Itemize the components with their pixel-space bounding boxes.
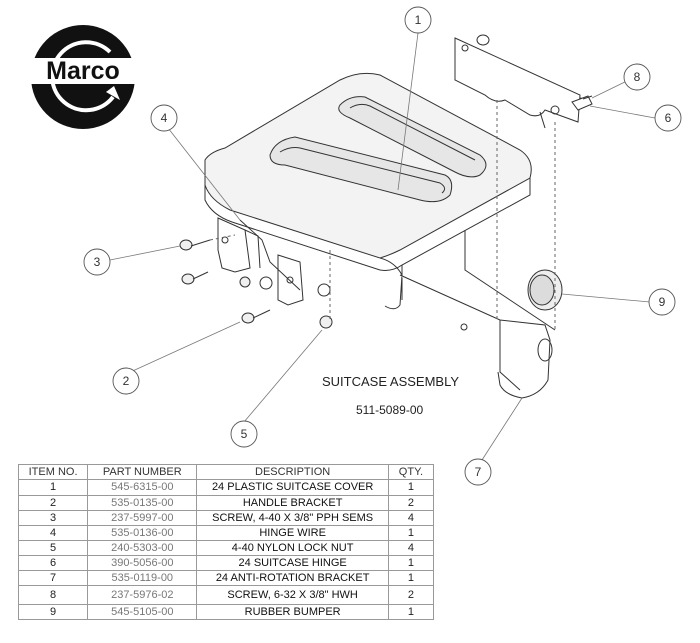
- cell-item: 8: [17, 585, 89, 605]
- callout-4-circle: [150, 104, 178, 132]
- cell-item: 9: [17, 604, 89, 620]
- lock-nuts-part: [259, 276, 333, 329]
- cell-description: RUBBER BUMPER: [196, 604, 389, 620]
- table-row: 4 535-0136-00 HINGE WIRE 1: [17, 525, 435, 541]
- cell-item: 6: [17, 555, 89, 571]
- callout-1-label: 1: [415, 13, 422, 27]
- cell-qty: 2: [387, 495, 435, 511]
- cell-qty: 2: [387, 585, 435, 605]
- cell-item: 3: [17, 510, 89, 526]
- assembly-lines: [209, 100, 556, 330]
- callout-3-circle: [83, 248, 111, 276]
- cell-part-number: 240-5303-00: [87, 540, 198, 556]
- table-row: 7 535-0119-00 24 ANTI-ROTATION BRACKET 1: [17, 570, 435, 586]
- table-row: 8 237-5976-02 SCREW, 6-32 X 3/8" HWH 2: [17, 585, 435, 605]
- cell-item: 5: [17, 540, 89, 556]
- cell-description: 24 SUITCASE HINGE: [196, 555, 389, 571]
- table-row: 3 237-5997-00 SCREW, 4-40 X 3/8" PPH SEM…: [17, 510, 435, 526]
- table-header-row: ITEM NO. PART NUMBER DESCRIPTION QTY.: [17, 464, 435, 480]
- cell-qty: 4: [387, 510, 435, 526]
- table-row: 5 240-5303-00 4-40 NYLON LOCK NUT 4: [17, 540, 435, 556]
- cell-item: 2: [17, 495, 89, 511]
- cell-qty: 1: [387, 604, 435, 620]
- header-part-number: PART NUMBER: [87, 464, 198, 480]
- callout-7-circle: [464, 458, 492, 486]
- anti-rotation-bracket-part: [399, 230, 556, 399]
- cell-part-number: 237-5976-02: [87, 585, 198, 605]
- callout-5-label: 5: [241, 427, 248, 441]
- rubber-bumper-part: [527, 269, 563, 311]
- header-item-no: ITEM NO.: [17, 464, 89, 480]
- cell-description: 24 ANTI-ROTATION BRACKET: [196, 570, 389, 586]
- hinge-screw-part: [571, 95, 593, 111]
- cell-description: HANDLE BRACKET: [196, 495, 389, 511]
- suitcase-cover-part: [204, 72, 532, 310]
- callout-6-circle: [654, 104, 682, 132]
- table-row: 6 390-5056-00 24 SUITCASE HINGE 1: [17, 555, 435, 571]
- cell-part-number: 545-5105-00: [87, 604, 198, 620]
- callout-5-circle: [230, 420, 258, 448]
- cell-part-number: 535-0136-00: [87, 525, 198, 541]
- callout-7-label: 7: [475, 465, 482, 479]
- cell-part-number: 390-5056-00: [87, 555, 198, 571]
- cell-qty: 1: [387, 570, 435, 586]
- hinge-wire-part: [239, 219, 301, 291]
- callout-9-circle: [648, 288, 676, 316]
- callout-circles: [83, 6, 682, 486]
- callout-2-label: 2: [123, 374, 130, 388]
- cell-item: 4: [17, 525, 89, 541]
- cell-qty: 1: [387, 479, 435, 496]
- cell-qty: 1: [387, 555, 435, 571]
- cell-item: 7: [17, 570, 89, 586]
- cell-part-number: 545-6315-00: [87, 479, 198, 496]
- cell-part-number: 237-5997-00: [87, 510, 198, 526]
- callout-1-circle: [404, 6, 432, 34]
- diagram-title: SUITCASE ASSEMBLY: [322, 374, 459, 389]
- logo-text: Marco: [46, 57, 120, 85]
- cell-description: 24 PLASTIC SUITCASE COVER: [196, 479, 389, 496]
- cell-qty: 1: [387, 525, 435, 541]
- suitcase-hinge-part: [454, 34, 591, 129]
- cell-description: SCREW, 4-40 X 3/8" PPH SEMS: [196, 510, 389, 526]
- callout-9-label: 9: [659, 295, 666, 309]
- table-row: 9 545-5105-00 RUBBER BUMPER 1: [17, 604, 435, 620]
- callout-2-circle: [112, 367, 140, 395]
- marco-logo: Marco: [28, 22, 138, 132]
- cell-description: 4-40 NYLON LOCK NUT: [196, 540, 389, 556]
- header-qty: QTY.: [387, 464, 435, 480]
- callout-6-label: 6: [665, 111, 672, 125]
- screws-part: [179, 239, 271, 324]
- cell-part-number: 535-0119-00: [87, 570, 198, 586]
- callout-4-label: 4: [161, 111, 168, 125]
- table-row: 1 545-6315-00 24 PLASTIC SUITCASE COVER …: [17, 479, 435, 496]
- assembly-number: 511-5089-00: [356, 403, 423, 417]
- cell-part-number: 535-0135-00: [87, 495, 198, 511]
- cell-description: HINGE WIRE: [196, 525, 389, 541]
- cell-item: 1: [17, 479, 89, 496]
- header-description: DESCRIPTION: [196, 464, 389, 480]
- leader-lines: [109, 32, 656, 461]
- callout-3-label: 3: [94, 255, 101, 269]
- parts-list-table: ITEM NO. PART NUMBER DESCRIPTION QTY. 1 …: [17, 464, 435, 620]
- callout-8-circle: [623, 63, 651, 91]
- table-row: 2 535-0135-00 HANDLE BRACKET 2: [17, 495, 435, 511]
- cell-description: SCREW, 6-32 X 3/8" HWH: [196, 585, 389, 605]
- callout-8-label: 8: [634, 70, 641, 84]
- cell-qty: 4: [387, 540, 435, 556]
